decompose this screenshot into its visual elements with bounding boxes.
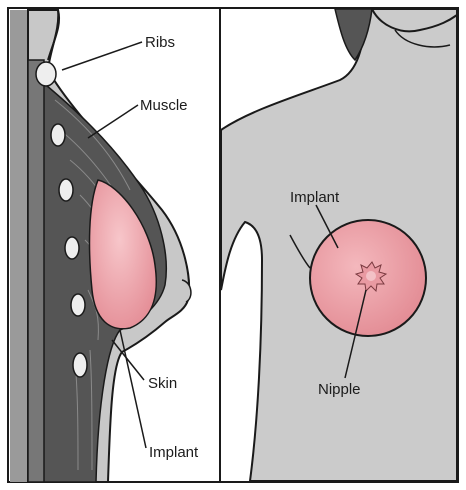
rib <box>65 237 79 259</box>
nipple-center <box>366 271 376 281</box>
rib <box>71 294 85 316</box>
label-implant-side: Implant <box>149 444 199 461</box>
label-implant-front: Implant <box>290 189 340 206</box>
label-ribs: Ribs <box>145 34 175 51</box>
rib <box>59 179 73 201</box>
body-wall <box>10 10 28 482</box>
label-skin: Skin <box>148 375 177 392</box>
label-muscle: Muscle <box>140 97 188 114</box>
rib <box>51 124 65 146</box>
chest-wall <box>28 60 44 482</box>
rib <box>73 353 87 377</box>
label-nipple: Nipple <box>318 381 361 398</box>
rib <box>36 62 56 86</box>
